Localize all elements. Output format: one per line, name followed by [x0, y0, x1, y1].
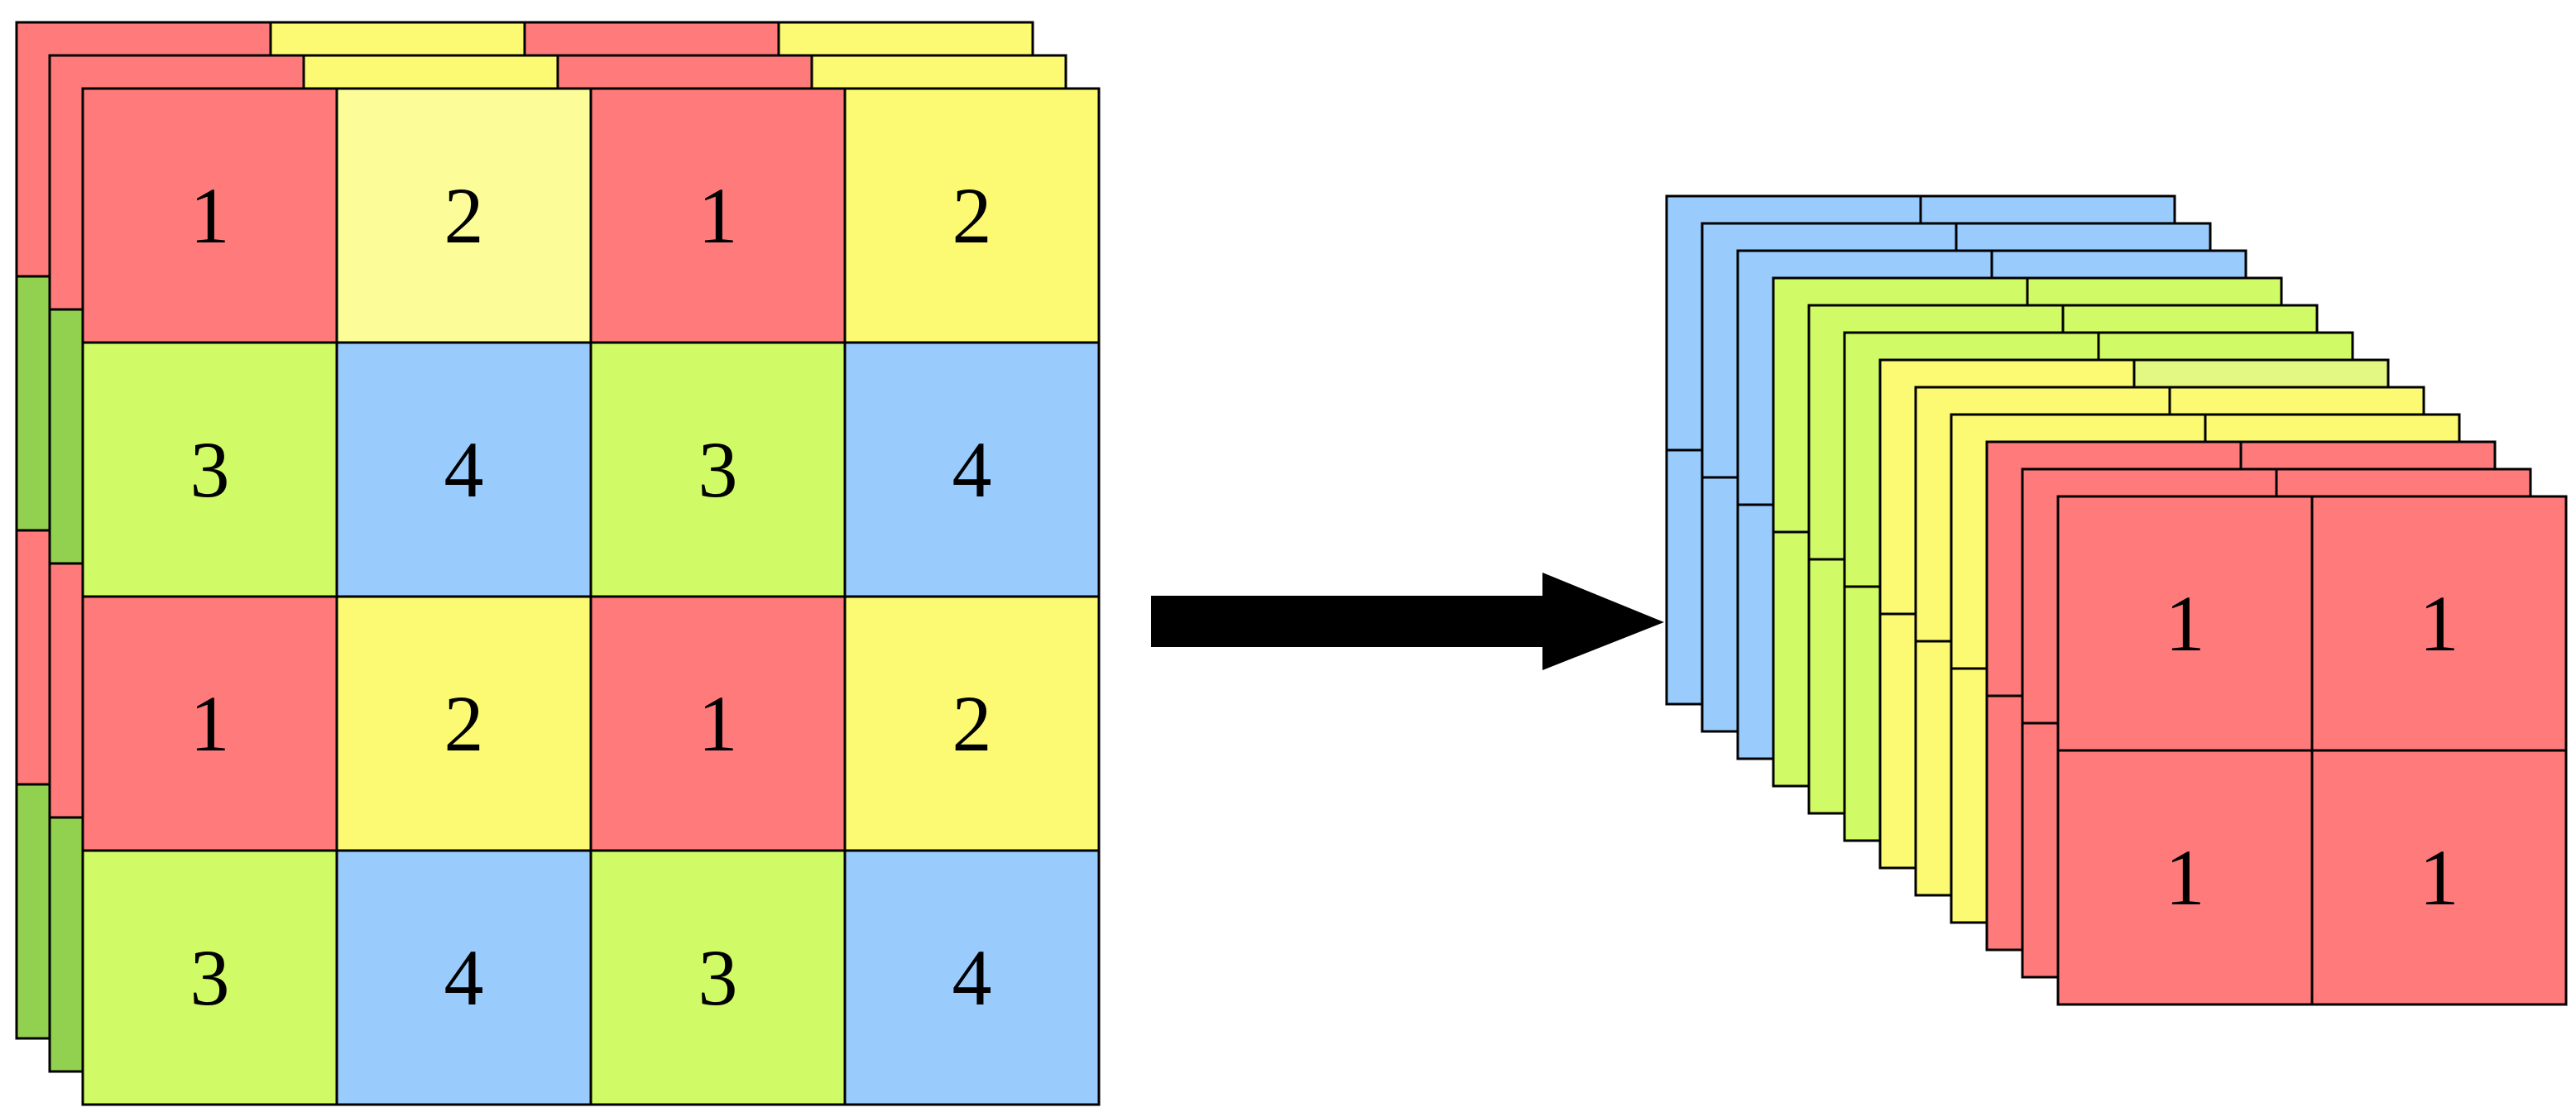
- input-grid-cell: [81, 341, 338, 598]
- input-grid-cell: [843, 849, 1101, 1106]
- input-cell-label: 4: [952, 425, 992, 514]
- transform-arrow: [1151, 573, 1664, 670]
- input-cell-label: 1: [698, 171, 738, 260]
- output-grid-cell: [2310, 749, 2568, 1006]
- output-front-layer: 1 1 1 1: [2056, 495, 2568, 1006]
- input-cell-label: 4: [444, 425, 484, 514]
- input-grid-cell: [81, 87, 338, 344]
- input-cell-label: 4: [444, 933, 484, 1022]
- input-grid-cell: [81, 595, 338, 852]
- output-feature-map-stack: 1 1 1 1: [1665, 194, 2568, 1006]
- input-grid-cell: [843, 341, 1101, 598]
- input-cell-label: 1: [698, 679, 738, 768]
- input-feature-map-stack: 1 2 1 2 3 4 3 4 1 2 1 2 3 4 3 4: [15, 21, 1101, 1106]
- input-grid-cell: [589, 849, 847, 1106]
- input-grid-cell: [335, 87, 592, 344]
- input-cell-label: 3: [190, 425, 230, 514]
- output-grid-cell: [2056, 495, 2314, 752]
- input-cell-label: 1: [190, 171, 230, 260]
- output-cell-label: 1: [2166, 833, 2205, 922]
- input-cell-label: 1: [190, 679, 230, 768]
- input-front-layer: 1 2 1 2 3 4 3 4 1 2 1 2 3 4 3 4: [81, 87, 1101, 1106]
- input-cell-label: 2: [444, 679, 484, 768]
- input-cell-label: 3: [698, 425, 738, 514]
- input-cell-label: 3: [698, 933, 738, 1022]
- input-grid-cell: [589, 341, 847, 598]
- output-grid-cell: [2056, 749, 2314, 1006]
- input-grid-cell: [589, 595, 847, 852]
- input-grid-cell: [335, 341, 592, 598]
- output-cell-label: 1: [2420, 579, 2459, 668]
- input-grid-cell: [589, 87, 847, 344]
- input-cell-label: 2: [952, 679, 992, 768]
- right-arrow-icon: [1151, 573, 1664, 670]
- output-cell-label: 1: [2166, 579, 2205, 668]
- input-cell-label: 2: [952, 171, 992, 260]
- input-cell-label: 4: [952, 933, 992, 1022]
- input-grid-cell: [81, 849, 338, 1106]
- output-grid-cell: [2310, 495, 2568, 752]
- input-cell-label: 3: [190, 933, 230, 1022]
- input-grid-cell: [843, 595, 1101, 852]
- input-cell-label: 2: [444, 171, 484, 260]
- input-grid-cell: [843, 87, 1101, 344]
- output-cell-label: 1: [2420, 833, 2459, 922]
